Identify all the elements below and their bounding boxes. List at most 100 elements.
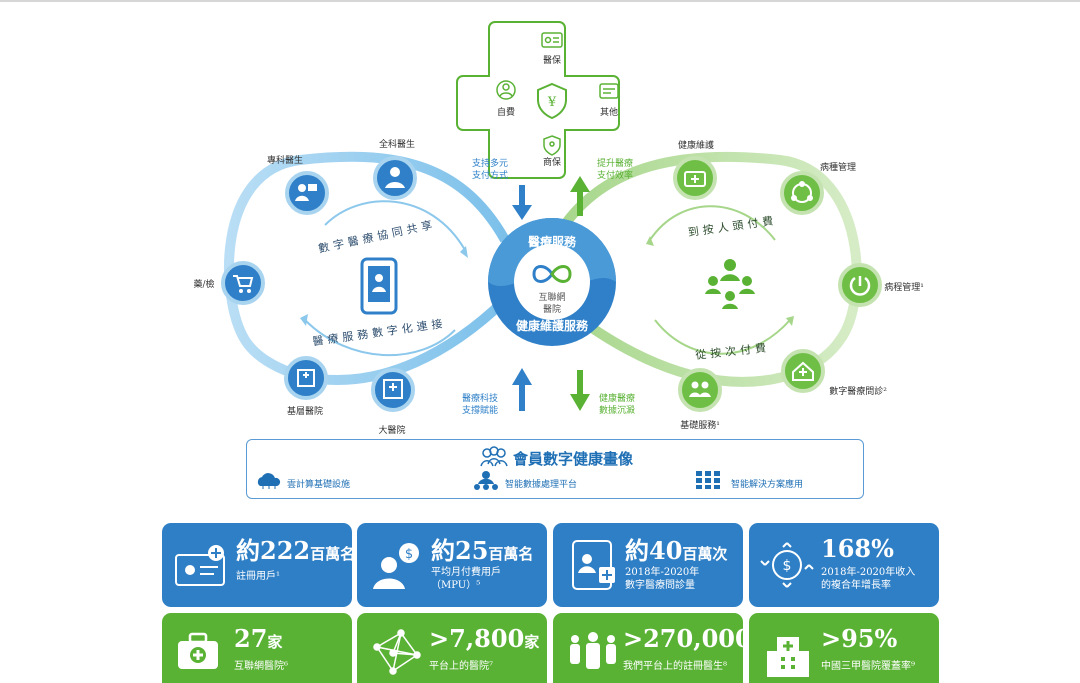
stat-label: 互聯網醫院⁶ — [234, 661, 289, 672]
revenue-growth-icon: $ — [760, 542, 814, 588]
stat-label-2: （MPU）⁵ — [431, 580, 481, 591]
member-item-0: 雲計算基礎設施 — [287, 480, 351, 490]
data-platform-icon — [474, 471, 498, 490]
member-health-portrait-panel: 會員數字健康畫像 雲計算基礎設施 智能數據處理平台 智能解決方案應用 — [246, 439, 864, 499]
hospital-building-icon — [767, 637, 809, 677]
course-management-node — [838, 263, 882, 307]
medical-kit-icon — [178, 632, 218, 669]
member-panel-title: 會員數字健康畫像 — [512, 450, 633, 468]
stat-value: >7,800家 — [429, 624, 540, 653]
stat-label: 中國三甲醫院覆蓋率⁹ — [821, 661, 916, 672]
members-group-icon — [480, 446, 508, 467]
left-node-4: 大醫院 — [378, 424, 405, 436]
payment-item-0: 醫保 — [543, 54, 561, 66]
left-bottom-arrow-label-2: 支撐賦能 — [462, 404, 498, 416]
right-node-3: 數字醫療問診² — [829, 385, 887, 397]
up-arrow-bottom-left — [512, 368, 532, 411]
network-icon — [373, 629, 421, 675]
payment-item-1: 自費 — [497, 106, 515, 118]
stat-card-revenue-cagr: $ 168% 2018年-2020年收入 的複合年增長率 — [749, 523, 939, 607]
stat-value: 約40百萬次 — [625, 536, 728, 565]
left-node-1: 全科醫生 — [379, 138, 415, 150]
stat-value: 27家 — [234, 624, 283, 653]
other-payment-icon — [599, 83, 619, 99]
right-bottom-arrow-label-2: 數據沉澱 — [599, 404, 635, 416]
left-bottom-arrow-label-1: 醫療科技 — [462, 392, 498, 404]
svg-text:¥: ¥ — [547, 95, 557, 110]
stat-label: 註冊用戶¹ — [236, 571, 281, 582]
stat-label: 我們平台上的註冊醫生⁸ — [623, 661, 728, 672]
right-node-2: 病程管理¹ — [884, 281, 924, 293]
doctors-group-icon — [570, 632, 616, 669]
right-arc-bottom-text: 從按次付費 — [695, 340, 771, 362]
stat-value: >95% — [821, 624, 898, 653]
disease-management-node — [780, 171, 824, 215]
left-inner-arc-bottom — [304, 319, 456, 356]
svg-text:$: $ — [405, 547, 413, 562]
member-item-2: 智能解決方案應用 — [731, 480, 804, 490]
stat-value: 約25百萬名 — [431, 536, 534, 565]
left-node-3: 基層醫院 — [287, 405, 323, 417]
left-arc-top-text: 數字醫療協同共享 — [317, 217, 437, 256]
payment-item-2: 其他 — [600, 106, 618, 118]
right-node-4: 基礎服務¹ — [680, 419, 720, 431]
right-node-0: 健康維護 — [678, 139, 714, 151]
right-bottom-arrow-label-1: 健康醫療 — [599, 392, 635, 404]
right-inner-arc-top — [649, 205, 776, 241]
commercial-insurance-icon — [543, 135, 561, 156]
large-hospital-node — [371, 368, 415, 412]
stat-label-2: 數字醫療問診量 — [625, 580, 695, 591]
stat-value: >270,000名 — [623, 624, 767, 653]
specialist-doctor-node — [285, 171, 329, 215]
right-node-1: 病種管理 — [820, 161, 856, 173]
general-doctor-node — [373, 156, 417, 200]
svg-text:$: $ — [783, 558, 792, 574]
stat-card-platform-hospitals: >7,800家 平台上的醫院⁷ — [357, 613, 547, 683]
member-item-1: 智能數據處理平台 — [505, 480, 578, 490]
stat-label-1: 平均月付費用戶 — [431, 567, 501, 578]
self-pay-icon — [496, 80, 516, 100]
stat-value: 約222百萬名 — [236, 536, 356, 565]
stat-value: 168% — [821, 534, 894, 563]
medical-insurance-icon — [541, 32, 563, 48]
left-arc-bottom-text: 醫療服務數字化連接 — [312, 316, 448, 349]
stat-card-registered-doctors: >270,000名 我們平台上的註冊醫生⁸ — [553, 613, 767, 683]
stat-label-2: 的複合年增長率 — [821, 580, 891, 591]
stat-card-tier-a-coverage: >95% 中國三甲醫院覆蓋率⁹ — [749, 613, 939, 683]
tablet-doctor-icon — [360, 257, 398, 315]
basic-service-node — [678, 368, 722, 412]
down-arrow-left — [512, 185, 532, 220]
left-node-2: 藥/檢 — [193, 278, 214, 290]
hub-hospital-label-2: 醫院 — [543, 303, 561, 315]
hospital-logo-icon — [532, 265, 572, 283]
primary-hospital-node — [284, 356, 328, 400]
tablet-consultation-icon — [572, 540, 615, 590]
stat-card-registered-users: 約222百萬名 註冊用戶¹ — [162, 523, 356, 607]
community-people-icon — [705, 259, 755, 309]
down-arrow-bottom-right — [570, 370, 590, 411]
right-arc-top-text: 到按人頭付費 — [687, 213, 778, 239]
digital-consultation-node — [781, 349, 825, 393]
left-inner-arc-top — [324, 200, 466, 251]
right-arrow-label-2: 支付效率 — [597, 169, 633, 181]
shield-yuan-icon: ¥ — [537, 82, 567, 120]
up-arrow-right — [570, 176, 590, 216]
health-maintenance-node — [673, 156, 717, 200]
payment-item-3: 商保 — [543, 156, 561, 168]
stat-label-1: 2018年-2020年收入 — [821, 567, 916, 578]
right-inner-arc-bottom — [654, 319, 791, 355]
paying-user-icon: $ — [373, 543, 419, 589]
left-arrow-label-1: 支持多元 — [472, 157, 508, 169]
internet-hospital-hub — [488, 218, 616, 346]
hub-bottom-label: 健康維護服務 — [516, 318, 589, 333]
stat-card-consultations: 約40百萬次 2018年-2020年 數字醫療問診量 — [553, 523, 743, 607]
stat-label: 平台上的醫院⁷ — [429, 661, 494, 672]
pharmacy-cart-node — [221, 261, 265, 305]
stat-label-1: 2018年-2020年 — [625, 567, 700, 578]
left-arrow-label-2: 支付方式 — [472, 169, 508, 181]
right-arrow-label-1: 提升醫療 — [597, 157, 633, 169]
left-loop-ring — [224, 151, 510, 385]
top-border — [0, 0, 1080, 2]
ecosystem-diagram: 醫保 ¥ 自費 其他 商保 支持多元 支付方式 提升醫療 支付效率 醫療科技 支… — [193, 21, 924, 436]
left-node-0: 專科醫生 — [267, 154, 303, 166]
